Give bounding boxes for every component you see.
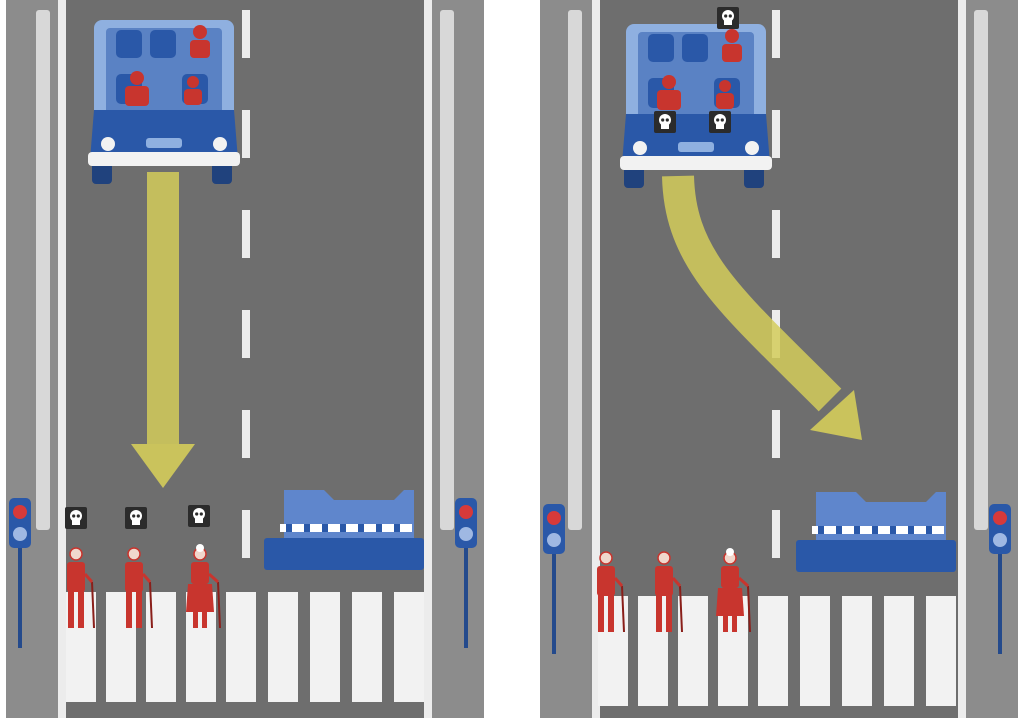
direction-arrow-icon bbox=[131, 172, 195, 488]
skull-icon bbox=[125, 507, 147, 529]
right-barrier-wall bbox=[974, 10, 988, 530]
scene-left-illustration bbox=[6, 0, 484, 718]
direction-arrow-icon bbox=[662, 175, 862, 440]
passenger bbox=[657, 75, 681, 110]
scene-right bbox=[540, 0, 1018, 718]
right-curb bbox=[432, 0, 484, 718]
left-curb bbox=[6, 0, 58, 718]
right-barrier-wall bbox=[440, 10, 454, 530]
scene-left bbox=[6, 0, 484, 718]
crosswalk bbox=[66, 592, 424, 702]
passenger bbox=[722, 29, 742, 62]
barrier-icon bbox=[264, 490, 424, 570]
crosswalk bbox=[598, 596, 956, 706]
left-curb bbox=[540, 0, 592, 718]
skull-icon bbox=[709, 111, 731, 133]
left-barrier-wall bbox=[568, 10, 582, 530]
autonomous-car-icon bbox=[88, 20, 240, 184]
passenger bbox=[716, 80, 734, 109]
right-curb bbox=[966, 0, 1018, 718]
passenger bbox=[125, 71, 149, 106]
barrier-icon bbox=[796, 492, 956, 572]
passenger bbox=[190, 25, 210, 58]
lane-dashes bbox=[242, 10, 250, 558]
scene-right-illustration bbox=[540, 0, 1018, 718]
passenger bbox=[184, 76, 202, 105]
left-barrier-wall bbox=[36, 10, 50, 530]
skull-icon bbox=[654, 111, 676, 133]
skull-icon bbox=[65, 507, 87, 529]
skull-icon bbox=[717, 7, 739, 29]
skull-icon bbox=[188, 505, 210, 527]
autonomous-car-icon bbox=[620, 24, 772, 188]
